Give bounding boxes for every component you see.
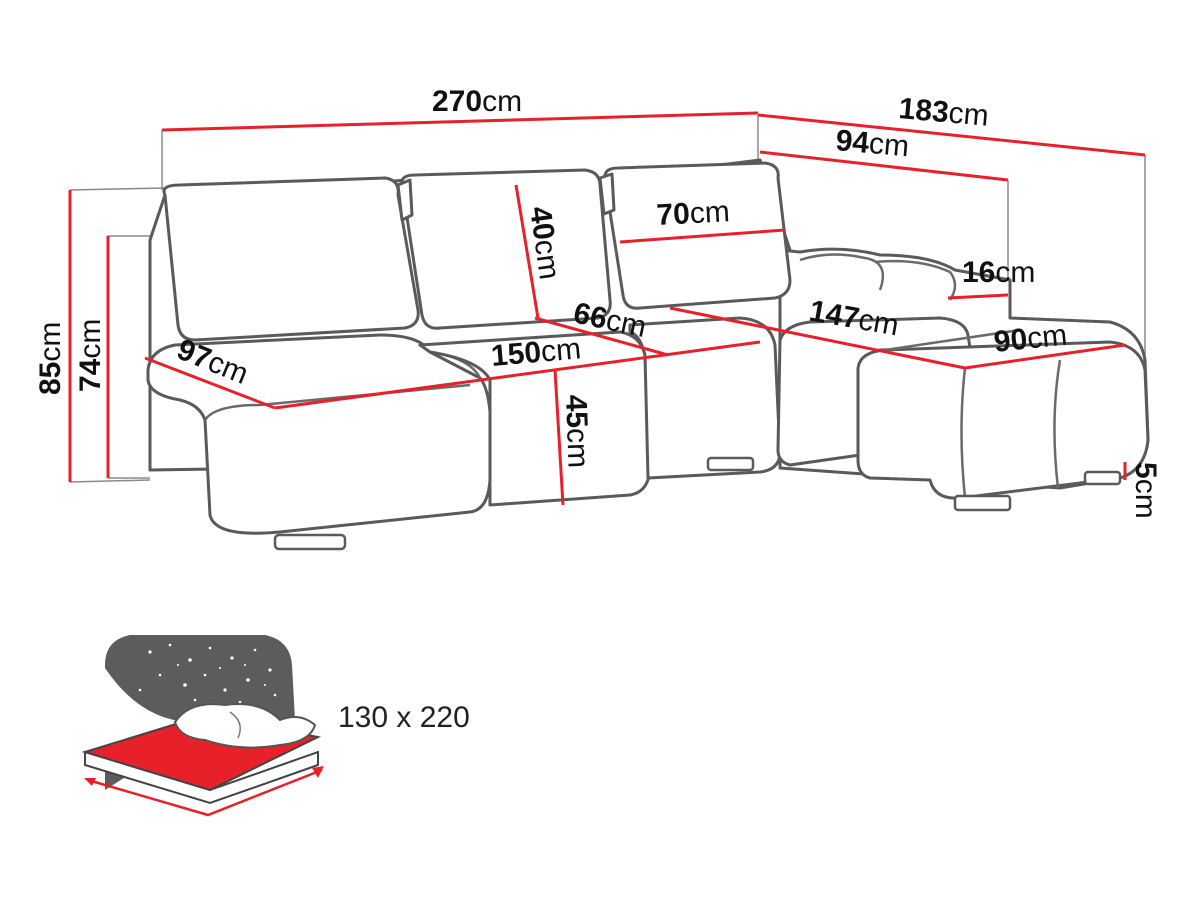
label-74: 74cm bbox=[74, 319, 107, 392]
label-70: 70cm bbox=[656, 195, 731, 232]
dim-line-66 bbox=[534, 316, 669, 357]
sofa-drawing bbox=[146, 158, 1150, 551]
dim-line-70 bbox=[619, 228, 786, 244]
dim-line-97 bbox=[144, 356, 276, 410]
label-94: 94cm bbox=[834, 124, 910, 163]
label-40: 40cm bbox=[523, 204, 566, 281]
dim-line-270 bbox=[161, 111, 759, 132]
sleeping-area-label: 130 x 220 bbox=[338, 701, 470, 734]
back-cushion-left bbox=[162, 176, 420, 342]
bed-with-night-sky-icon bbox=[81, 635, 324, 817]
sofa-leg bbox=[273, 533, 347, 551]
label-45: 45cm bbox=[559, 394, 595, 468]
back-cushion-middle bbox=[400, 168, 612, 330]
label-16: 16cm bbox=[962, 256, 1035, 289]
dim-line-147 bbox=[669, 306, 966, 370]
label-66: 66cm bbox=[571, 297, 650, 345]
label-147: 147cm bbox=[807, 294, 901, 342]
dim-line-150 bbox=[274, 340, 761, 410]
dim-line-90 bbox=[964, 343, 1126, 370]
dim-line-45 bbox=[553, 369, 565, 506]
seat-block-left bbox=[146, 333, 493, 535]
label-90: 90cm bbox=[992, 318, 1068, 358]
bed-dim-arrow bbox=[87, 768, 323, 817]
seat-block-middle bbox=[418, 330, 652, 507]
label-270: 270cm bbox=[432, 85, 522, 118]
label-183: 183cm bbox=[897, 92, 990, 133]
label-150: 150cm bbox=[490, 332, 583, 373]
dim-line-183 bbox=[757, 113, 1146, 157]
dim-line-16 bbox=[947, 293, 1009, 300]
sofa-leg bbox=[706, 456, 755, 472]
dimension-lines bbox=[68, 111, 1146, 506]
label-5: 5cm bbox=[1129, 462, 1162, 519]
label-85: 85cm bbox=[34, 322, 67, 395]
dim-line-40 bbox=[514, 184, 540, 319]
dimension-labels: 270cm 183cm 94cm 70cm 40cm 16cm 66cm 147… bbox=[34, 85, 1162, 519]
sofa-leg bbox=[953, 494, 1012, 512]
chaise-cushion-front bbox=[856, 340, 1150, 500]
dim-line-94 bbox=[759, 150, 1009, 182]
seat-block-right bbox=[628, 316, 782, 480]
sofa-leg bbox=[1083, 470, 1122, 486]
pillow-icon bbox=[173, 703, 317, 749]
